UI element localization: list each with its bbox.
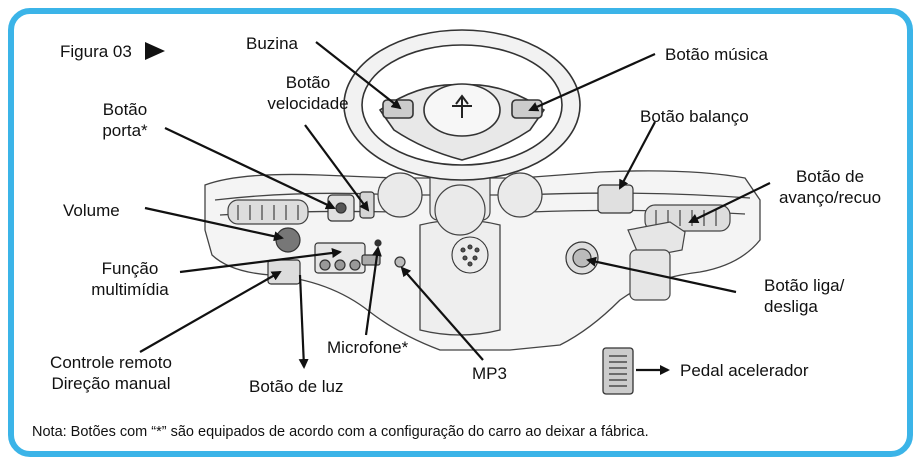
label-botao-musica: Botão música	[665, 45, 768, 64]
arrow-microfone	[364, 246, 382, 336]
steering-wheel	[343, 29, 581, 181]
arrow-volume	[144, 206, 284, 242]
speaker	[451, 236, 489, 274]
label-funcao-multimidia: Função multimídia	[80, 258, 180, 300]
label-buzina: Buzina	[246, 34, 298, 53]
label-microfone: Microfone*	[327, 338, 409, 357]
label-botao-porta: Botão porta*	[86, 99, 164, 141]
arrow-mp3	[400, 266, 484, 361]
label-funcao-multimidia-line2: multimídia	[91, 280, 169, 299]
label-botao-avanco: Botão de avanço/recuo	[770, 166, 890, 208]
arrow-botao-balanco	[619, 121, 656, 190]
arrow-botao-porta	[164, 127, 336, 210]
label-botao-liga-line1: Botão liga/	[764, 276, 845, 295]
label-botao-porta-line2: porta*	[102, 121, 148, 140]
figure-label: Figura 03	[60, 42, 132, 61]
label-controle-remoto: Controle remoto Direção manual	[36, 352, 186, 394]
figure-pointer-icon	[145, 42, 165, 60]
pedal	[602, 347, 634, 395]
arrow-botao-luz	[298, 274, 309, 369]
left-vent	[227, 199, 309, 225]
label-botao-avanco-line2: avanço/recuo	[778, 188, 882, 207]
label-botao-velocidade-line1: Botão	[285, 73, 331, 92]
label-botao-velocidade: Botão velocidade	[256, 72, 360, 114]
label-botao-porta-line1: Botão	[102, 100, 148, 119]
arrow-controle-remoto	[139, 271, 282, 353]
label-botao-velocidade-line2: velocidade	[267, 94, 349, 113]
arrow-botao-liga	[586, 256, 737, 294]
arrow-botao-avanco	[688, 182, 771, 223]
label-botao-luz: Botão de luz	[249, 377, 344, 396]
label-botao-liga: Botão liga/ desliga	[764, 275, 844, 317]
label-botao-balanco: Botão balanço	[640, 107, 749, 126]
arrow-buzina	[315, 41, 402, 110]
arrow-funcao-multimidia	[179, 248, 342, 274]
label-botao-avanco-line1: Botão de	[795, 167, 865, 186]
arrow-botao-velocidade	[304, 124, 370, 212]
label-botao-liga-line2: desliga	[764, 297, 818, 316]
label-volume: Volume	[63, 201, 120, 220]
arrow-botao-musica	[528, 52, 656, 112]
label-pedal-acelerador: Pedal acelerador	[680, 361, 809, 380]
label-funcao-multimidia-line1: Função	[101, 259, 159, 278]
callout-arrows	[139, 41, 771, 375]
footnote: Nota: Botões com “*” são equipados de ac…	[32, 424, 649, 440]
gear-lever	[627, 221, 686, 301]
label-controle-remoto-line1: Controle remoto	[50, 353, 172, 372]
label-controle-remoto-line2: Direção manual	[51, 374, 171, 393]
label-mp3: MP3	[472, 364, 507, 383]
